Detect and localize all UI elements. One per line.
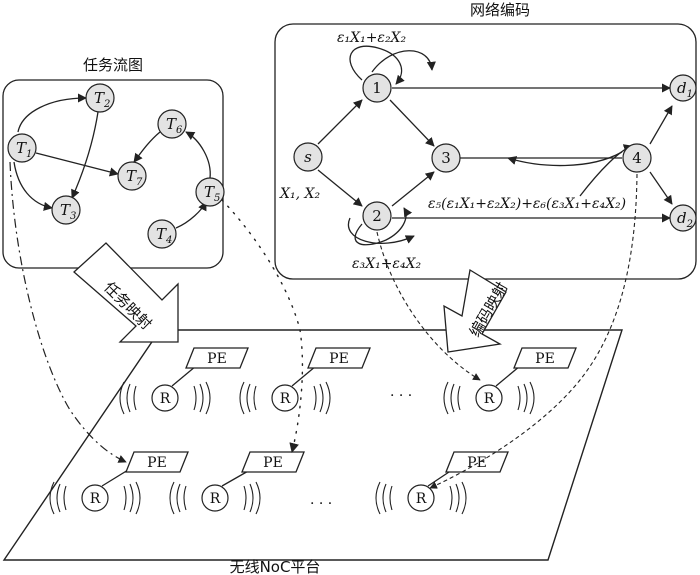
router-node: R PE (49, 451, 189, 515)
edge-2-3 (391, 171, 435, 207)
svg-text:T2: T2 (94, 89, 110, 110)
mapping-node2-to-router (376, 231, 481, 381)
edge-t1-t2 (17, 93, 87, 133)
svg-text:T4: T4 (156, 225, 172, 246)
svg-text:T1: T1 (16, 139, 32, 160)
task-node-t2: T2 (85, 83, 115, 113)
edge-t1-t3 (13, 161, 53, 211)
svg-text:T3: T3 (60, 201, 76, 222)
task-node-t1: T1 (7, 133, 37, 163)
svg-text:R: R (280, 391, 291, 407)
edge-4-d2 (649, 171, 673, 205)
edge-s-1 (317, 99, 363, 145)
svg-text:PE: PE (147, 455, 167, 471)
task-node-t6: T6 (157, 109, 187, 139)
coding-node-1: 1 (362, 73, 392, 103)
coding-node-2: 2 (362, 201, 392, 231)
router-node: R PE (169, 451, 305, 515)
svg-text:2: 2 (372, 207, 382, 225)
svg-text:PE: PE (535, 351, 555, 367)
svg-text:R: R (90, 491, 101, 507)
coding-mapping-arrow: 编码映射 (443, 268, 511, 353)
coding-node-3: 3 (431, 143, 461, 173)
svg-text:T6: T6 (166, 115, 183, 136)
coding-node-d2: d2 (669, 204, 697, 232)
task-node-t3: T3 (51, 195, 81, 225)
task-graph-title: 任务流图 (83, 56, 143, 74)
coding-node-4: 4 (622, 143, 652, 173)
task-node-t5: T5 (195, 177, 225, 207)
coding-node-s: s (293, 142, 323, 172)
ellipsis-row-2: · · · (310, 496, 332, 512)
router-node: R PE (119, 347, 249, 415)
edge-t5-t6 (185, 131, 211, 179)
mapping-t1-to-pe (9, 161, 127, 463)
edge-s-2 (317, 169, 363, 207)
task-node-t7: T7 (117, 161, 147, 191)
edge-t2-t3 (71, 111, 99, 199)
task-node-t4: T4 (147, 219, 177, 249)
router-node: R PE (239, 347, 371, 415)
svg-text:1: 1 (372, 79, 382, 97)
edge-1-3 (389, 99, 435, 147)
svg-text:R: R (210, 491, 221, 507)
equation-bottom: ε₃X₁+ε₄X₂ (352, 256, 422, 272)
platform-title: 无线NoC平台 (230, 558, 321, 575)
ellipsis-row-1: · · · (390, 388, 412, 404)
loop-node-1 (349, 45, 405, 85)
svg-text:T5: T5 (204, 183, 220, 204)
svg-text:s: s (304, 148, 312, 166)
coding-node-d1: d1 (669, 74, 697, 102)
svg-text:d1: d1 (677, 79, 693, 100)
svg-text:PE: PE (207, 351, 227, 367)
equation-top: ε₁X₁+ε₂X₂ (337, 30, 407, 46)
edge-4-3-return (507, 151, 623, 167)
mapping-t5-to-pe (221, 199, 304, 453)
network-coding-title: 网络编码 (470, 1, 530, 19)
svg-text:3: 3 (441, 149, 451, 167)
router-node: R PE (443, 347, 577, 415)
router-node: R PE (375, 451, 509, 515)
svg-text:R: R (484, 391, 495, 407)
svg-text:PE: PE (263, 455, 283, 471)
svg-text:R: R (416, 491, 427, 507)
svg-text:PE: PE (329, 351, 349, 367)
edge-4-d1 (649, 105, 673, 145)
loop-node-2-outer (347, 217, 415, 244)
svg-text:R: R (160, 391, 171, 407)
mapping-node4-to-router (429, 173, 638, 489)
edge-t1-t7 (35, 152, 119, 177)
svg-text:d2: d2 (677, 209, 693, 230)
task-graph-panel (2, 79, 224, 269)
equation-sources: X₁, X₂ (279, 186, 320, 202)
edge-t6-t7 (133, 131, 161, 163)
loop-node-1-outer (371, 50, 436, 73)
equation-combined: ε₅(ε₁X₁+ε₂X₂)+ε₆(ε₃X₁+ε₄X₂) (428, 196, 626, 212)
svg-text:4: 4 (632, 149, 642, 167)
svg-text:T7: T7 (126, 167, 143, 188)
